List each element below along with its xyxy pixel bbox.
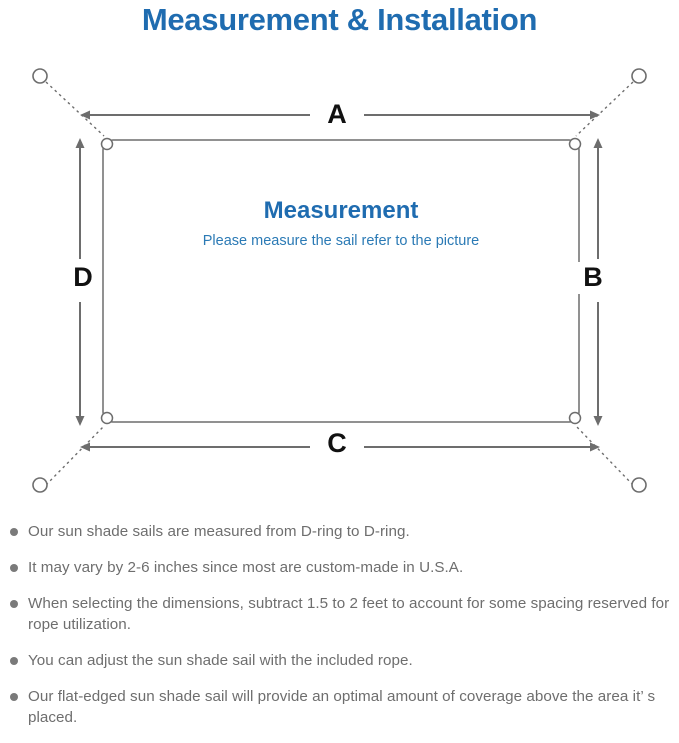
anchor-point-bottom-left-icon (32, 477, 48, 493)
list-item-text: When selecting the dimensions, subtract … (28, 595, 670, 633)
d-ring-bottom-left-icon (100, 411, 114, 425)
bullet-icon (10, 564, 18, 572)
dimension-label-a: A (318, 99, 356, 131)
bullet-icon (10, 528, 18, 536)
dimension-label-c: C (318, 428, 356, 460)
anchor-points (32, 68, 647, 493)
d-rings (100, 137, 582, 425)
list-item: Our sun shade sails are measured from D-… (0, 521, 679, 542)
bullet-icon (10, 693, 18, 701)
sail-shape (102, 139, 580, 423)
rope-line-bottom-left (45, 425, 105, 486)
list-item: When selecting the dimensions, subtract … (0, 593, 679, 635)
anchor-point-top-left-icon (32, 68, 48, 84)
dimension-label-b: B (578, 262, 608, 294)
list-item: You can adjust the sun shade sail with t… (0, 650, 679, 671)
bullet-icon (10, 600, 18, 608)
d-ring-top-left-icon (100, 137, 114, 151)
sail-measurement-diagram (0, 44, 679, 520)
d-ring-top-right-icon (568, 137, 582, 151)
page-title: Measurement & Installation (141, 2, 538, 37)
list-item: It may vary by 2-6 inches since most are… (0, 557, 679, 578)
anchor-point-bottom-right-icon (631, 477, 647, 493)
rope-line-bottom-right (575, 425, 634, 486)
diagram-svg (32, 68, 647, 493)
notes-list: Our sun shade sails are measured from D-… (0, 521, 679, 743)
list-item-text: Our sun shade sails are measured from D-… (28, 523, 410, 540)
anchor-point-top-right-icon (631, 68, 647, 84)
list-item: Our flat-edged sun shade sail will provi… (0, 686, 679, 728)
rope-line-top-right (575, 81, 634, 137)
rope-line-top-left (45, 81, 105, 137)
list-item-text: Our flat-edged sun shade sail will provi… (28, 688, 656, 726)
list-item-text: You can adjust the sun shade sail with t… (28, 652, 413, 669)
bullet-icon (10, 657, 18, 665)
rope-lines (45, 81, 634, 486)
list-item-text: It may vary by 2-6 inches since most are… (28, 559, 464, 576)
dimension-label-d: D (68, 262, 98, 294)
d-ring-bottom-right-icon (568, 411, 582, 425)
